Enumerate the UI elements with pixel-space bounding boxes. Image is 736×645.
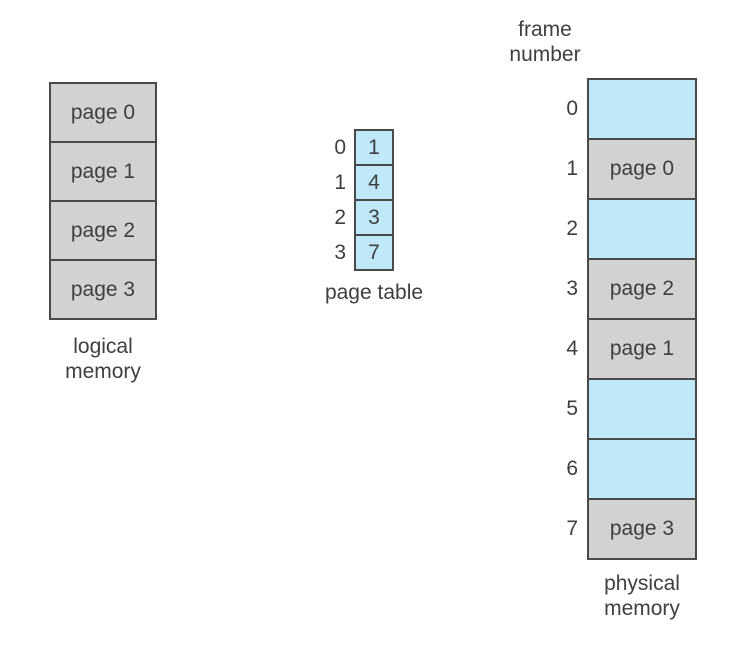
frame-cell	[587, 438, 697, 500]
frame-number-header-line1: frame	[518, 18, 572, 41]
logical-memory-cell: page 2	[49, 200, 157, 261]
logical-page-label: page 3	[70, 277, 136, 301]
frame-row: 4 page 1	[548, 318, 697, 380]
page-table-row: 3 7	[326, 234, 394, 271]
page-table-frame-cell: 4	[354, 164, 394, 201]
frame-cell	[587, 78, 697, 140]
page-table-caption: page table	[324, 281, 424, 304]
frame-number: 2	[566, 217, 578, 240]
frame-cell	[587, 378, 697, 440]
physical-memory-caption-line1: physical	[604, 572, 680, 595]
page-table-frame-cell: 3	[354, 199, 394, 236]
logical-memory-cell: page 3	[49, 259, 157, 320]
frame-cell: page 2	[587, 258, 697, 320]
logical-memory-caption-line2: memory	[65, 360, 141, 383]
frame-row: 6	[548, 438, 697, 500]
frame-row: 3 page 2	[548, 258, 697, 320]
logical-memory-cell: page 0	[49, 82, 157, 143]
frame-number: 0	[566, 97, 578, 120]
logical-memory-cell: page 1	[49, 141, 157, 202]
physical-memory-column: 0 1 page 0 2 3 page 2 4 page 1 5 6 7	[548, 78, 697, 560]
page-table-frame-cell: 1	[354, 129, 394, 166]
page-table-row: 0 1	[326, 129, 394, 166]
frame-row: 7 page 3	[548, 498, 697, 560]
page-table-frame-cell: 7	[354, 234, 394, 271]
frame-number: 6	[566, 457, 578, 480]
page-table-row: 2 3	[326, 199, 394, 236]
frame-number: 1	[566, 157, 578, 180]
page-table-index: 3	[334, 240, 346, 264]
frame-cell: page 3	[587, 498, 697, 560]
logical-page-label: page 0	[70, 100, 136, 124]
frame-number-header: frame number	[490, 17, 600, 67]
frame-number-header-line2: number	[509, 43, 581, 66]
page-table-row: 1 4	[326, 164, 394, 201]
page-table: 0 1 1 4 2 3 3 7	[326, 129, 394, 271]
frame-number: 7	[566, 517, 578, 540]
logical-page-label: page 1	[70, 159, 136, 183]
frame-cell	[587, 198, 697, 260]
logical-memory-column: page 0 page 1 page 2 page 3	[49, 82, 157, 320]
frame-number: 5	[566, 397, 578, 420]
frame-row: 1 page 0	[548, 138, 697, 200]
frame-cell: page 0	[587, 138, 697, 200]
frame-cell: page 1	[587, 318, 697, 380]
logical-memory-caption-line1: logical	[73, 335, 133, 358]
logical-page-label: page 2	[70, 218, 136, 242]
page-table-index: 2	[334, 205, 346, 229]
page-table-index: 0	[334, 135, 346, 159]
logical-memory-caption: logical memory	[29, 334, 177, 384]
physical-memory-caption: physical memory	[587, 571, 697, 621]
frame-number: 3	[566, 277, 578, 300]
frame-row: 5	[548, 378, 697, 440]
page-table-index: 1	[334, 170, 346, 194]
frame-number: 4	[566, 337, 578, 360]
frame-row: 0	[548, 78, 697, 140]
physical-memory-caption-line2: memory	[604, 597, 680, 620]
frame-row: 2	[548, 198, 697, 260]
